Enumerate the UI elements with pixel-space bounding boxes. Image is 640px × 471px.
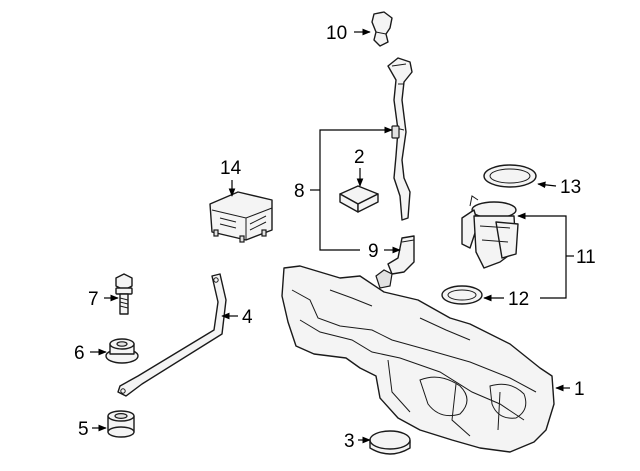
callout-13: 13	[560, 177, 581, 198]
filler-neck-part	[387, 57, 413, 221]
callout-8: 8	[294, 181, 305, 202]
leader-lines	[90, 28, 574, 444]
callout-5: 5	[78, 419, 89, 440]
callout-9: 9	[368, 241, 379, 262]
callout-4: 4	[242, 307, 253, 328]
control-module-part	[209, 191, 273, 243]
callout-11: 11	[576, 247, 596, 268]
grommet-part	[105, 338, 139, 364]
leader-8	[319, 126, 393, 190]
hose-part	[387, 235, 415, 275]
plug-part	[369, 430, 411, 455]
callout-1: 1	[574, 379, 585, 400]
leader-11	[517, 212, 567, 256]
callout-14: 14	[220, 158, 242, 179]
callout-6: 6	[74, 343, 85, 364]
leader-9	[319, 190, 360, 251]
callout-labels: 1 2 3 4 5 6 7 8 9 10 11 12 13 14	[74, 23, 596, 452]
fuel-tank-part	[281, 265, 555, 453]
tank-strap-part	[117, 273, 227, 397]
gasket-part	[441, 285, 483, 305]
callout-2: 2	[354, 147, 365, 168]
callout-3: 3	[344, 431, 355, 452]
seal-ring-part	[483, 164, 537, 188]
bumper-part	[107, 410, 135, 438]
pad-part	[339, 185, 379, 213]
callout-10: 10	[326, 23, 347, 44]
fuel-pump-part	[461, 195, 519, 269]
bolt-part	[115, 273, 133, 315]
filler-cap-part	[371, 11, 393, 47]
callout-7: 7	[88, 289, 99, 310]
leader-12-bracket	[540, 256, 567, 299]
callout-12: 12	[508, 289, 529, 310]
leader-13	[537, 181, 557, 189]
